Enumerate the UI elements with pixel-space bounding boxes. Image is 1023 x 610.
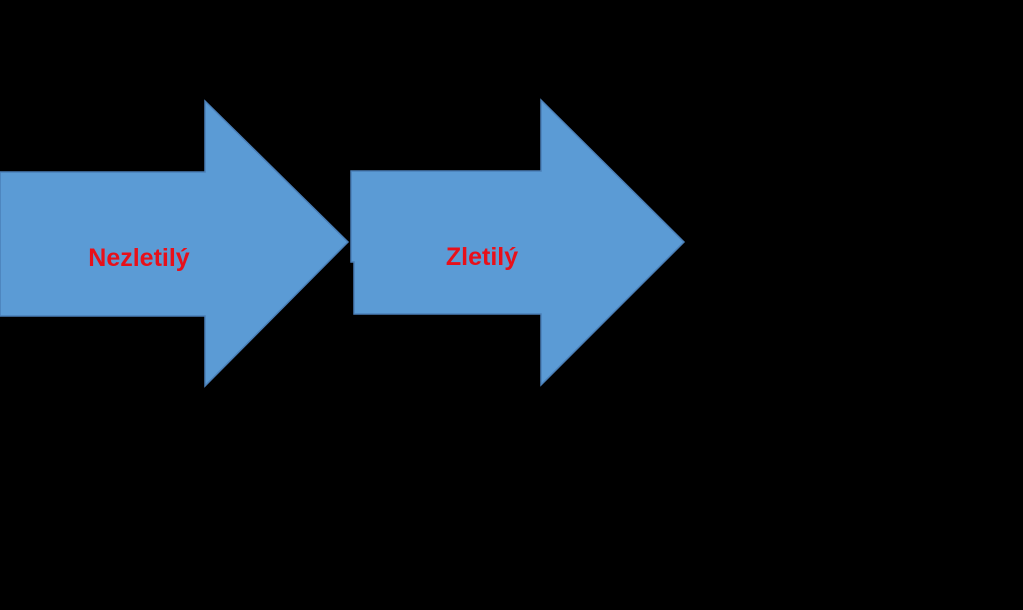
arrow-adult-shape bbox=[350, 98, 686, 387]
arrow-adult: Zletilý bbox=[350, 98, 686, 387]
arrow-minor-label: Nezletilý bbox=[88, 244, 190, 272]
arrow-adult-label: Zletilý bbox=[446, 243, 518, 271]
arrow-minor: Nezletilý bbox=[0, 99, 350, 388]
arrow-minor-shape bbox=[0, 99, 350, 388]
